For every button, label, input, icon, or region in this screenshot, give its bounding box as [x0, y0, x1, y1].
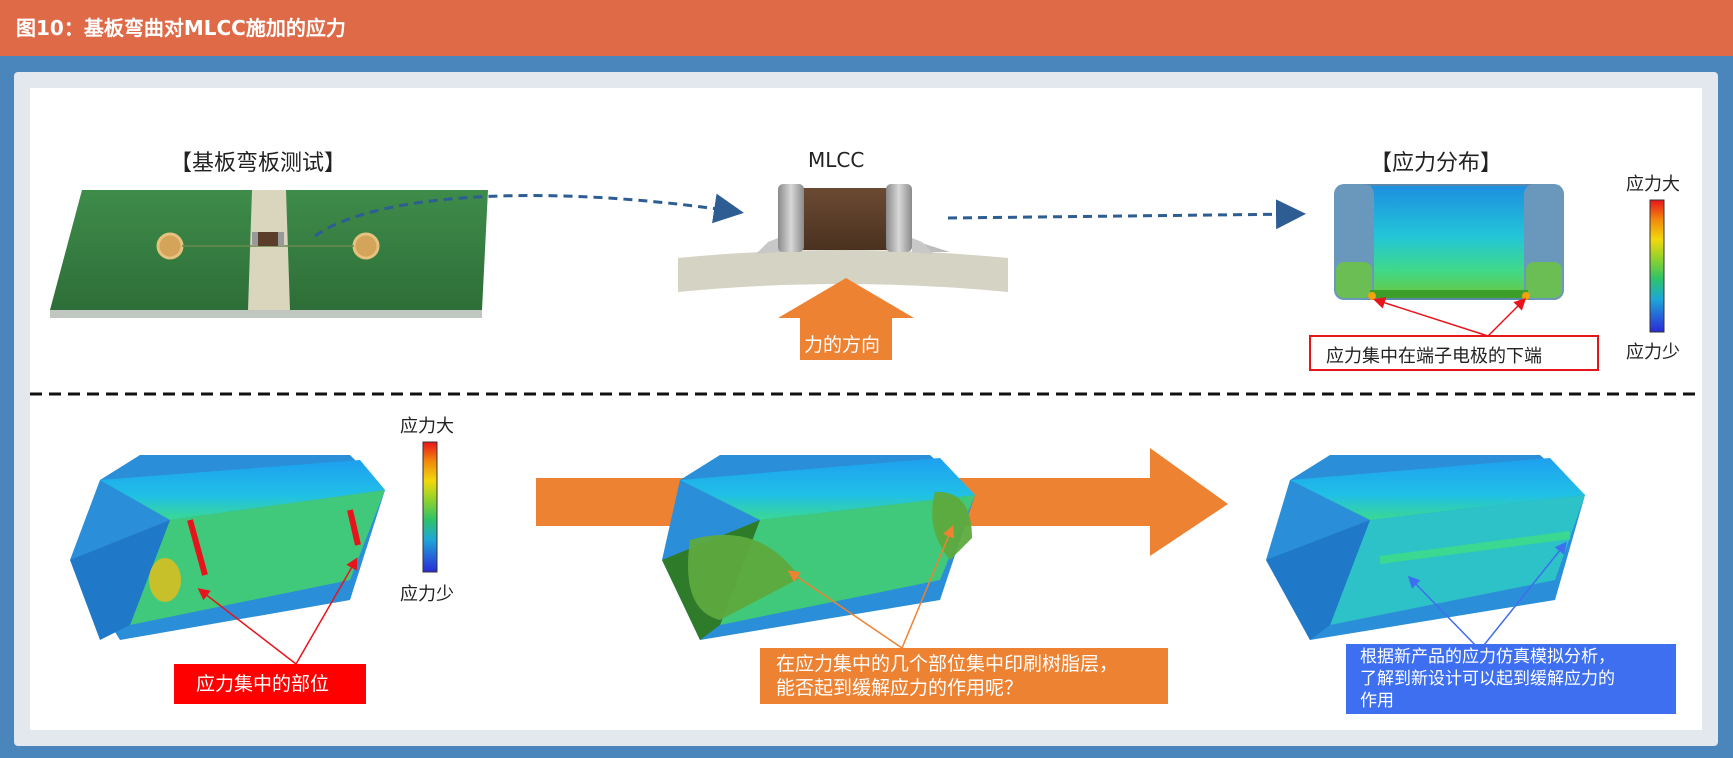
- flow-arrow-2: [947, 199, 1306, 230]
- top-scale-min: 应力少: [1626, 342, 1680, 363]
- top-callout-text: 应力集中在端子电极的下端: [1326, 346, 1542, 367]
- mlcc-3d-model-1: [70, 455, 385, 640]
- callout-3-line2: 了解到新设计可以起到缓解应力的: [1360, 669, 1615, 689]
- bottom-scale-max: 应力大: [400, 416, 454, 437]
- color-scale-bottom: [422, 441, 438, 573]
- top-callout-box: [1309, 335, 1599, 371]
- mlcc-3d-model-3: [1266, 455, 1585, 640]
- callout-box-orange: [760, 648, 1168, 704]
- callout-2-line2: 能否起到缓解应力的作用呢？: [776, 677, 1024, 699]
- mlcc-3d-model-2: [662, 455, 975, 640]
- callout-3-line3: 作用: [1360, 691, 1394, 711]
- bottom-scale-min: 应力少: [400, 584, 454, 605]
- flow-arrow-1: [314, 193, 744, 238]
- stress-distribution-label: 【应力分布】: [1370, 151, 1503, 176]
- color-scale-top: [1649, 199, 1665, 333]
- mlcc-label: MLCC: [808, 148, 865, 172]
- callout-3-line1: 根据新产品的应力仿真模拟分析，: [1360, 647, 1615, 667]
- stress-distribution-model: [1334, 184, 1564, 300]
- callout-box-blue: [1346, 644, 1676, 714]
- top-scale-max: 应力大: [1626, 174, 1680, 195]
- callout-box-red: [174, 664, 366, 704]
- force-direction-label: 力的方向: [804, 334, 881, 356]
- board-test-label: 【基板弯板测试】: [170, 151, 347, 176]
- mlcc-on-bent-board: [678, 184, 1008, 360]
- figure-title: 图10：基板弯曲对MLCC施加的应力: [0, 0, 1733, 56]
- callout-1-text: 应力集中的部位: [196, 673, 330, 695]
- pcb-board-illustration: [50, 190, 488, 318]
- callout-2-line1: 在应力集中的几个部位集中印刷树脂层，: [776, 653, 1119, 675]
